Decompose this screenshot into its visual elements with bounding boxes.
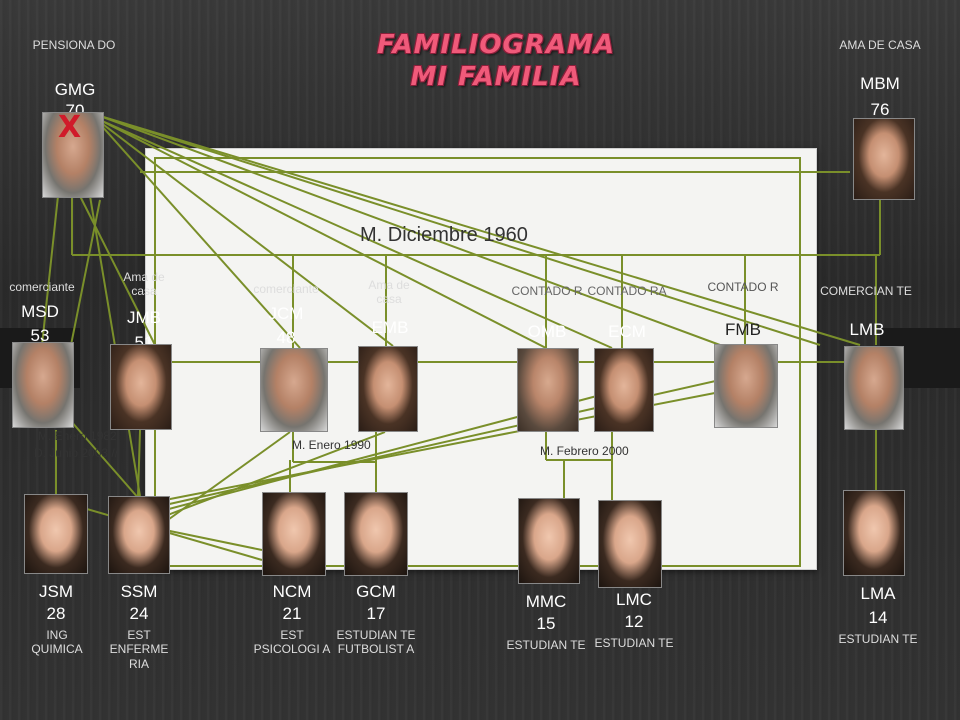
mbm-initials: MBM [860,74,900,93]
ncm-role: EST PSICOLOGI A [253,628,331,657]
ecm-photo [594,348,654,432]
gmg-role: PENSIONA DO [32,38,116,52]
jcm-photo [260,348,328,432]
ssm-initials: SSM [120,582,158,601]
lma-role: ESTUDIAN TE [838,632,918,646]
msd-marriage-note: M. Enero 1982 [38,429,117,443]
jsm-initials: JSM [39,582,73,601]
main-marriage-label: M. Diciembre 1960 [360,224,528,246]
deceased-mark: X [58,110,82,145]
gcm-age: 17 [366,604,386,623]
mmc-initials: MMC [525,592,567,611]
jcm-initials: JCM [268,304,304,323]
lmb-initials: LMB [849,320,885,339]
msd-divorce-note: D. Junio 2003 // [34,446,119,460]
gmg-initials: GMG [54,80,96,99]
lmc-age: 12 [624,612,644,631]
jmb-role: Ama de casa [123,270,165,299]
lma-age: 14 [868,608,888,627]
lma-initials: LMA [860,584,896,603]
mmc-role: ESTUDIAN TE [506,638,586,652]
lmc-role: ESTUDIAN TE [594,636,674,650]
gcm-role: ESTUDIAN TE FUTBOLIST A [336,628,416,657]
jmb-photo [110,344,172,430]
jsm-photo [24,494,88,574]
emb-photo [358,346,418,432]
lmc-photo [598,500,662,588]
mbm-age: 76 [870,100,890,119]
jcm-age: 48 [276,328,296,347]
omb-role: CONTADO R [511,284,583,298]
mmc-age: 15 [536,614,556,633]
lmb-role: COMERCIAN TE [820,284,912,298]
msd-initials: MSD [21,302,59,321]
mbm-role: AMA DE CASA [839,38,921,52]
fmb-role: CONTADO R [707,280,779,294]
fmb-photo [714,344,778,428]
ncm-age: 21 [282,604,302,623]
diagram-title: FAMILIOGRAMA [377,30,615,60]
ncm-photo [262,492,326,576]
ecm-role: CONTADO RA [587,284,667,298]
lmb-photo [844,346,904,430]
mbm-photo [853,118,915,200]
jsm-role: ING QUIMICA [31,628,83,657]
mmc-photo [518,498,580,584]
ncm-initials: NCM [272,582,312,601]
gcm-initials: GCM [356,582,396,601]
ssm-role: EST ENFERME RIA [109,628,169,671]
lmc-initials: LMC [616,590,652,609]
jmb-initials: JMB [127,308,161,327]
gcm-photo [344,492,408,576]
ecm-initials: ECM [608,322,646,341]
omb-initials: OMB [527,322,567,341]
ssm-age: 24 [129,604,149,623]
emb-initials: EMB [371,318,409,337]
msd-age: 53 [30,326,50,345]
msd-role: comerciante [9,280,75,294]
emb-role: Ama de casa [368,278,410,307]
jcm-role: comerciante [253,282,319,296]
msd-photo [12,342,74,428]
jsm-age: 28 [46,604,66,623]
ssm-photo [108,496,170,574]
gmg-photo [42,112,104,198]
whiteboard [145,148,817,570]
omb-marriage-note: M. Febrero 2000 [540,444,629,458]
fmb-initials: FMB [725,320,761,339]
diagram-subtitle: MI FAMILIA [410,62,582,92]
lma-photo [843,490,905,576]
jcm-marriage-note: M. Enero 1990 [292,438,371,452]
omb-photo [517,348,579,432]
